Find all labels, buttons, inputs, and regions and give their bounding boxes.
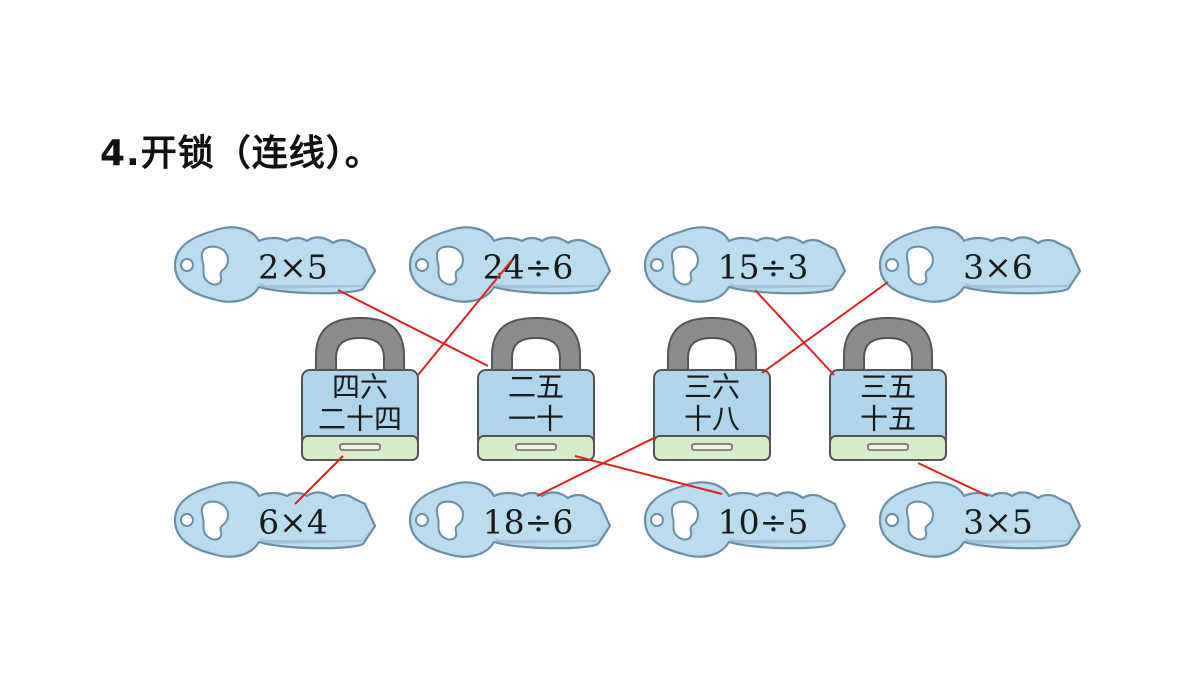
key: 2×5 [173, 226, 377, 303]
keys-group: 2×5 24÷6 15÷3 3×6 6×4 18÷6 10÷5 3×5 [173, 226, 1082, 558]
key: 15÷3 [643, 226, 847, 303]
connection-line [574, 455, 723, 495]
key-expression: 6×4 [258, 503, 328, 542]
exercise-title: 4.开锁（连线）。 [100, 133, 382, 174]
key: 3×5 [878, 481, 1082, 558]
key: 6×4 [173, 481, 377, 558]
lock-label-line1: 二五 [508, 371, 564, 404]
lock-label-line1: 三六 [684, 371, 740, 404]
key-expression: 2×5 [258, 248, 328, 287]
key-expression: 10÷5 [718, 503, 809, 542]
key-expression: 3×5 [963, 503, 1033, 542]
connection-line [761, 281, 889, 374]
lock-label-line1: 四六 [332, 371, 388, 404]
connection-line [417, 259, 513, 376]
connection-line [917, 462, 989, 497]
lock-label-line2: 一十 [508, 403, 564, 436]
key-expression: 15÷3 [718, 248, 809, 287]
key: 3×6 [878, 226, 1082, 303]
key-expression: 18÷6 [483, 503, 574, 542]
connection-line [294, 455, 344, 505]
lock-label-line1: 三五 [860, 371, 916, 404]
key: 24÷6 [408, 226, 612, 303]
lock-label-line2: 十八 [684, 403, 740, 436]
connection-lines-group [294, 259, 989, 505]
key: 18÷6 [408, 481, 612, 558]
connection-line [754, 289, 835, 376]
connection-line [337, 289, 489, 367]
lock-label-line2: 二十四 [318, 403, 402, 436]
key-expression: 3×6 [963, 248, 1033, 287]
key-expression: 24÷6 [483, 248, 574, 287]
connection-line [536, 436, 657, 497]
lock-label-line2: 十五 [860, 403, 916, 436]
key: 10÷5 [643, 481, 847, 558]
